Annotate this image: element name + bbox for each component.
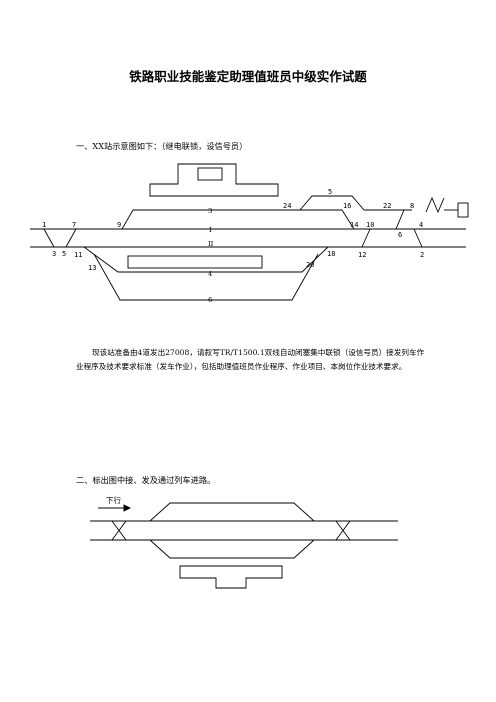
- track-label-3: 3: [208, 207, 212, 215]
- track-5-right-diag: [395, 209, 405, 230]
- switch-label-20: 20: [306, 261, 314, 269]
- switch-label-12: 12: [358, 251, 366, 259]
- switch-label-11: 11: [74, 251, 82, 259]
- switch-label-16: 16: [343, 202, 351, 210]
- switch-1-3: [43, 228, 55, 248]
- switch-label-6: 6: [398, 231, 402, 239]
- track-3-right-conn: [341, 209, 355, 230]
- switch-14-12: [361, 228, 371, 248]
- right-crossover-b: [335, 520, 351, 541]
- switch-label-22: 22: [383, 202, 391, 210]
- switch-label-5-top: 5: [328, 188, 332, 196]
- upper-siding: [149, 502, 315, 522]
- lower-platform: [127, 255, 263, 269]
- section-2-heading: 二、标出图中接、发及通过列车进路。: [76, 475, 216, 485]
- station-building-window: [197, 167, 223, 181]
- task-paragraph: 现该站准备由4道发出27008，请叙写TR/T1500.1双线自动闭塞集中联锁（…: [76, 348, 425, 371]
- switch-label-24: 24: [283, 202, 291, 210]
- switch-label-4: 4: [419, 221, 423, 229]
- track-label-II: II: [208, 240, 214, 248]
- direction-arrow-head: [123, 504, 132, 512]
- end-signal-box: [457, 202, 469, 218]
- page-title: 铁路职业技能鉴定助理值班员中级实作试题: [129, 69, 367, 84]
- section-1-heading: 一、XX站示意图如下：（继电联锁，设信号员）: [76, 141, 248, 151]
- switch-label-14: 14: [350, 221, 358, 229]
- track-3-left-conn: [121, 209, 134, 230]
- switch-8-2: [413, 228, 423, 248]
- track-6: [93, 253, 319, 301]
- switch-label-3: 3: [52, 250, 56, 258]
- switch-label-8: 8: [410, 202, 414, 210]
- track-label-6: 6: [208, 296, 212, 304]
- switch-label-1: 1: [42, 221, 46, 229]
- break-symbol: [425, 196, 445, 214]
- station-building: [149, 163, 279, 197]
- switch-7-5: [65, 228, 77, 248]
- switch-label-10: 10: [366, 221, 374, 229]
- left-crossover-b: [111, 520, 127, 541]
- switch-label-7: 7: [72, 221, 76, 229]
- switch-label-18: 18: [327, 250, 335, 258]
- switch-label-13: 13: [88, 264, 96, 272]
- switch-label-5: 5: [62, 250, 66, 258]
- track-5: [299, 195, 365, 211]
- platform-building: [179, 565, 283, 589]
- track-label-4: 4: [208, 270, 212, 278]
- lower-siding: [149, 539, 315, 559]
- track-label-I: I: [209, 226, 212, 234]
- switch-label-2: 2: [420, 251, 424, 259]
- direction-label: 下行: [106, 495, 121, 505]
- switch-label-9: 9: [117, 221, 121, 229]
